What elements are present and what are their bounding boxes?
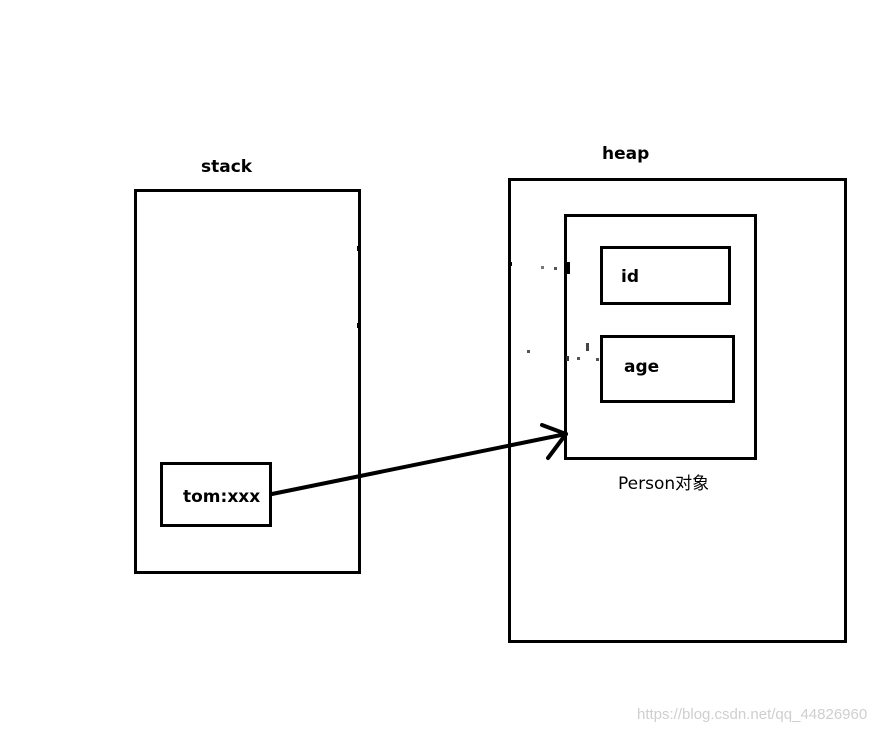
field-label-id: id <box>621 267 639 287</box>
stray-mark <box>586 343 589 351</box>
heap-title: heap <box>602 144 650 164</box>
field-box-age <box>600 335 735 403</box>
person-object-box <box>564 214 757 460</box>
stray-mark <box>554 267 557 270</box>
reference-variable-label: tom:xxx <box>183 487 261 507</box>
stray-mark <box>596 358 599 361</box>
stack-frame <box>134 189 361 574</box>
stray-mark <box>566 356 569 361</box>
heap-frame <box>508 178 847 643</box>
stray-mark <box>357 323 360 328</box>
stray-mark <box>577 357 580 360</box>
stack-title: stack <box>201 157 253 177</box>
stray-mark <box>357 246 360 251</box>
stray-mark <box>508 262 512 266</box>
watermark-text: https://blog.csdn.net/qq_44826960 <box>637 706 868 723</box>
stray-mark <box>567 262 570 274</box>
field-box-id <box>600 246 731 305</box>
reference-arrow-head <box>540 423 568 460</box>
reference-arrow-line <box>270 432 568 496</box>
stray-mark <box>527 350 530 353</box>
stray-mark <box>541 266 544 269</box>
person-object-caption: Person对象 <box>618 474 710 494</box>
field-label-age: age <box>624 357 660 377</box>
